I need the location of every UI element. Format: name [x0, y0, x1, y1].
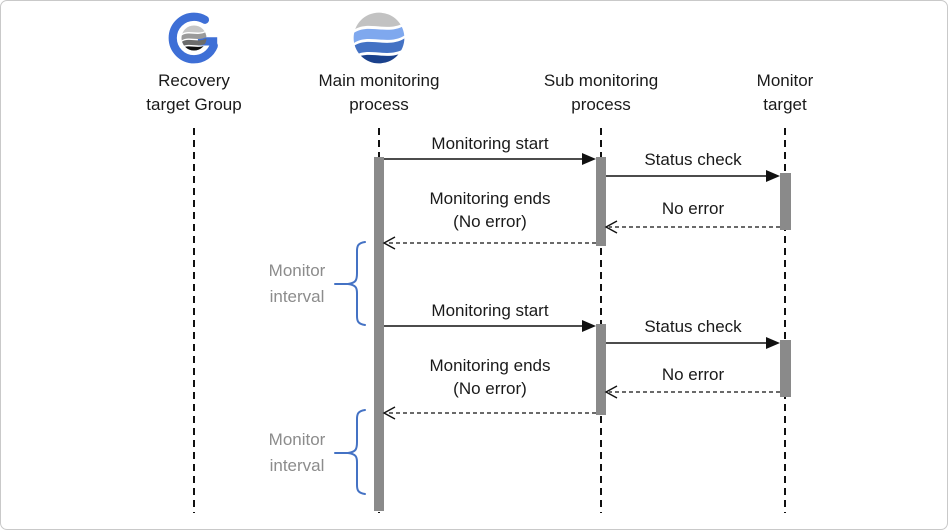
wave-sphere-icon	[353, 12, 405, 64]
participant-main-monitoring-process: Main monitoring process	[318, 71, 440, 114]
arrow-monitoring-ends-2	[382, 406, 596, 420]
recovery-group-icon	[168, 12, 220, 64]
activation-bar-main-process	[374, 157, 384, 511]
arrow-no-error-1	[604, 220, 780, 234]
message-label-no-error-2: No error	[661, 365, 725, 384]
activation-bar-sub-process-1	[596, 157, 606, 246]
arrow-monitoring-ends-1	[382, 236, 596, 250]
participant-monitor-target: Monitor target	[756, 71, 814, 114]
arrow-status-check-2	[606, 337, 780, 349]
annotation-monitor-interval-2: Monitor interval	[268, 430, 326, 475]
arrow-monitoring-start-1	[384, 153, 596, 165]
message-label-monitoring-ends-2: Monitoring ends (No error)	[429, 356, 551, 398]
participant-sub-monitoring-process: Sub monitoring process	[543, 71, 659, 114]
participant-recovery-target-group: Recovery target Group	[146, 71, 242, 114]
message-label-monitoring-start-1: Monitoring start	[431, 134, 549, 153]
message-label-monitoring-start-2: Monitoring start	[431, 301, 549, 320]
activation-bar-sub-process-2	[596, 324, 606, 415]
arrow-monitoring-start-2	[384, 320, 596, 332]
activation-bar-monitor-target-2	[780, 340, 791, 397]
message-label-no-error-1: No error	[661, 199, 725, 218]
message-label-status-check-1: Status check	[644, 150, 742, 169]
arrow-status-check-1	[606, 170, 780, 182]
brace-monitor-interval-1	[334, 241, 366, 326]
annotation-monitor-interval-1: Monitor interval	[268, 261, 326, 306]
message-label-monitoring-ends-1: Monitoring ends (No error)	[429, 189, 551, 231]
arrow-no-error-2	[604, 385, 780, 399]
brace-monitor-interval-2	[334, 409, 366, 495]
message-label-status-check-2: Status check	[644, 317, 742, 336]
activation-bar-monitor-target-1	[780, 173, 791, 230]
